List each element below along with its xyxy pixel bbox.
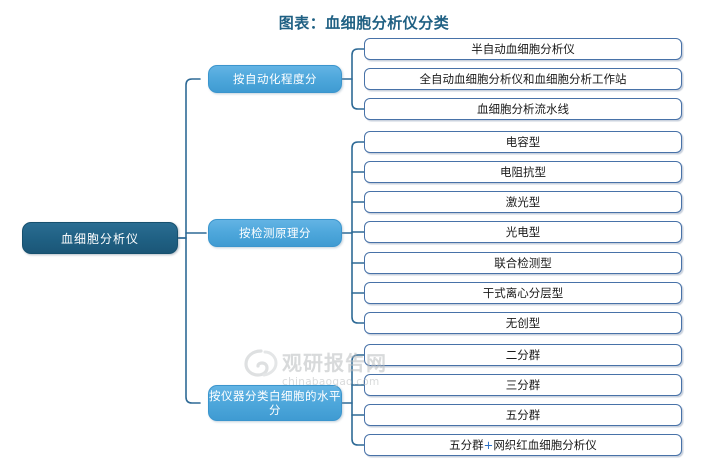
leaf-node-label: 电阻抗型 [500,165,546,179]
leaf-node-label: 电容型 [505,135,541,149]
leaf-node[interactable]: 三分群 [364,374,682,396]
leaf-node[interactable]: 电阻抗型 [364,161,682,183]
leaf-node-label: 全自动血细胞分析仪和血细胞分析工作站 [419,72,627,86]
leaf-node-label: 五分群 [505,408,541,422]
leaf-node-label: 血细胞分析流水线 [477,102,569,116]
leaf-node-label: 三分群 [505,378,541,392]
leaf-node[interactable]: 全自动血细胞分析仪和血细胞分析工作站 [364,68,682,90]
swirl-logo-icon [244,349,278,377]
leaf-node[interactable]: 二分群 [364,344,682,366]
leaf-node[interactable]: 光电型 [364,221,682,243]
leaf-node[interactable]: 联合检测型 [364,252,682,274]
leaf-node[interactable]: 半自动血细胞分析仪 [364,38,682,60]
branch-node-automation[interactable]: 按自动化程度分 [208,65,342,93]
leaf-node-label: 干式离心分层型 [482,286,564,300]
root-node[interactable]: 血细胞分析仪 [22,222,178,254]
branch-node-label: 按仪器分类白细胞的水平分 [209,389,341,417]
leaf-node[interactable]: 干式离心分层型 [364,282,682,304]
leaf-node[interactable]: 五分群+网织红血细胞分析仪 [364,434,682,456]
branch-node-wbc-level[interactable]: 按仪器分类白细胞的水平分 [208,385,342,421]
leaf-node[interactable]: 激光型 [364,191,682,213]
leaf-node-label: 激光型 [505,195,541,209]
page-title: 图表：血细胞分析仪分类 [278,14,450,32]
root-node-label: 血细胞分析仪 [60,231,139,246]
leaf-node[interactable]: 无创型 [364,312,682,334]
leaf-node-label: 联合检测型 [494,256,552,270]
leaf-node[interactable]: 电容型 [364,131,682,153]
leaf-node[interactable]: 五分群 [364,404,682,426]
leaf-node-label: 二分群 [505,348,541,362]
leaf-node-label: 光电型 [505,225,541,239]
leaf-node-label: 半自动血细胞分析仪 [471,42,575,56]
branch-node-label: 按检测原理分 [239,226,311,240]
leaf-node[interactable]: 血细胞分析流水线 [364,98,682,120]
leaf-node-label: 无创型 [505,316,541,330]
branch-node-label: 按自动化程度分 [233,72,317,86]
leaf-node-label: 五分群+网织红血细胞分析仪 [449,438,597,452]
branch-node-detection-principle[interactable]: 按检测原理分 [208,219,342,247]
